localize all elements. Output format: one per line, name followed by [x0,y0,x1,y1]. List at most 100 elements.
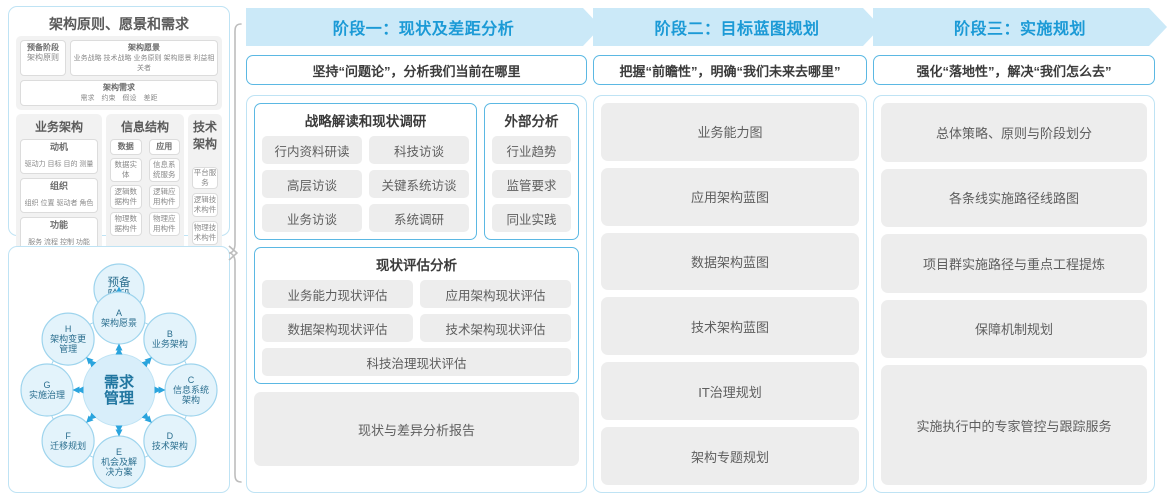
architecture-vision-items: 业务战略 技术战略 业务原则 架构愿景 利益相关者 [73,55,215,72]
phase-item[interactable]: 应用架构蓝图 [601,167,859,226]
phase-3-header[interactable]: 阶段三：实施规划 [873,8,1167,46]
adm-arrow-center-d [141,412,152,423]
phase-1-header-label: 阶段一：现状及差距分析 [332,21,515,38]
application-subcolumn-title: 应用 [148,139,180,155]
architecture-requirements-title: 架构需求 [103,83,135,92]
phase-item[interactable]: 技术架构蓝图 [601,297,859,356]
technology-architecture-column: 技术架构 平台服务 逻辑技术构件 物理技术构件 [188,114,222,257]
phase-1-subtitle: 坚持“问题论”，分析我们当前在哪里 [246,55,587,85]
chip-item[interactable]: 业务访谈 [262,204,362,232]
chip-item[interactable]: 行内资料研读 [262,136,362,164]
architecture-vision-cell: 架构愿景 业务战略 技术战略 业务原则 架构愿景 利益相关者 [70,40,218,76]
chip-row: 高层访谈关键系统访谈 [262,170,469,198]
architecture-vision-title: 架构愿景 [128,43,160,52]
function-title: 功能 [49,220,68,230]
function-items: 服务 流程 控制 功能 [28,239,90,246]
adm-node-b[interactable] [143,312,197,366]
phase-item[interactable]: 各条线实施路径线路图 [881,168,1147,228]
business-architecture-header: 业务架构 [34,120,83,134]
chip-row: 科技治理现状评估 [262,348,571,376]
left-reference-column: 架构原则、愿景和需求 预备阶段 架构原则 架构愿景 业务战略 技术战略 业务原则… [8,6,230,493]
chip-item[interactable]: 业务能力现状评估 [262,280,413,308]
chip-row: 业务访谈系统调研 [262,204,469,232]
chip-item[interactable]: 数据架构现状评估 [262,314,413,342]
chip-item[interactable]: 科技治理现状评估 [262,348,571,376]
bracket-connector-icon [228,23,242,483]
physical-data-component-cell: 物理数据构件 [110,212,142,236]
chip-row: 行内资料研读科技访谈 [262,136,469,164]
chip-item[interactable]: 同业实践 [492,204,571,232]
data-subcolumn-title: 数据 [110,139,142,155]
phase-1-chevron-shape [246,8,601,46]
architecture-requirements-cell: 架构需求 需求 约束 假设 差距 [20,80,218,106]
organization-cell: 组织 组织 位置 驱动者 角色 [20,178,98,213]
logical-technology-component-cell: 逻辑技术构件 [192,193,218,217]
phase-2-item-list: 业务能力图应用架构蓝图数据架构蓝图技术架构蓝图 IT治理规划架构专题规划 [601,103,859,485]
phase-1-header[interactable]: 阶段一：现状及差距分析 [246,8,601,46]
card-external-analysis: 外部分析 行业趋势监管要求同业实践 [484,103,579,240]
chip-item[interactable]: 科技访谈 [369,136,469,164]
phase-1-report-box: 现状与差异分析报告 [254,392,579,466]
chip-item[interactable]: 技术架构现状评估 [420,314,571,342]
adm-arrow-center-h [86,357,97,368]
phase-3-subtitle: 强化“落地性”，解决“我们怎么去” [873,55,1155,85]
architecture-requirements-items: 需求 约束 假设 差距 [80,95,158,102]
chip-item[interactable]: 关键系统访谈 [369,170,469,198]
adm-node-h[interactable] [41,312,95,366]
adm-arrow-center-b [141,357,152,368]
adm-center-label: 需求管理 [104,373,135,407]
card-strategy-research-title: 战略解读和现状调研 [304,114,427,129]
chip-item[interactable]: 行业趋势 [492,136,571,164]
adm-arrow-center-f [86,412,97,423]
togaf-adm-cycle-panel: 预备阶段需求管理A架构愿景B业务架构C信息系统架构D技术架构E机会及解决方案F迁… [8,246,230,493]
chip-item[interactable]: 系统调研 [369,204,469,232]
data-entity-cell: 数据实体 [110,158,142,182]
adm-node-d[interactable] [143,414,197,468]
phase-3-header-label: 阶段三：实施规划 [953,21,1086,38]
adm-node-f[interactable] [41,414,95,468]
organization-title: 组织 [49,181,68,191]
information-structure-header: 信息结构 [120,120,169,134]
phase-2-body: 业务能力图应用架构蓝图数据架构蓝图技术架构蓝图 IT治理规划架构专题规划 [593,95,867,493]
phase-item[interactable]: 总体策略、原则与阶段划分 [881,103,1147,162]
phase-item[interactable]: 业务能力图 [601,103,859,161]
phase-2-header[interactable]: 阶段二：目标蓝图规划 [593,8,881,46]
phase-item[interactable]: 项目群实施路径与重点工程提炼 [881,234,1147,293]
prep-phase-sub: 架构原则 [27,53,59,62]
phase-2-chevron-shape [593,8,881,46]
motivation-items: 驱动力 目标 目的 测量 [24,161,94,168]
information-structure-column: 信息结构 数据 数据实体 逻辑数据构件 物理数据构件 应用 信息系统服务 逻辑应… [106,114,184,257]
card-strategy-research-chips: 行内资料研读科技访谈高层访谈关键系统访谈业务访谈系统调研 [262,136,469,232]
phase-item[interactable]: IT治理规划 [601,362,859,421]
phase-item[interactable]: 保障机制规划 [881,299,1147,359]
chip-row: 数据架构现状评估技术架构现状评估 [262,314,571,342]
phase-3-subtitle-text: 强化“落地性”，解决“我们怎么去” [916,63,1112,79]
motivation-title: 动机 [49,142,68,152]
technology-architecture-header: 技术架构 [192,120,217,151]
phase-item[interactable]: 数据架构蓝图 [601,232,859,291]
logical-data-component-cell: 逻辑数据构件 [110,185,142,209]
phase-1-report-label: 现状与差异分析报告 [357,422,475,438]
card-current-state-assessment-title: 现状评估分析 [376,258,457,273]
card-external-analysis-title: 外部分析 [504,114,559,129]
chip-item[interactable]: 应用架构现状评估 [420,280,571,308]
application-subcolumn: 应用 信息系统服务 逻辑应用构件 物理应用构件 [148,139,180,236]
phase-item[interactable]: 实施执行中的专家管控与跟踪服务 [881,365,1147,486]
card-external-analysis-chips: 行业趋势监管要求同业实践 [492,136,571,232]
chip-row: 同业实践 [492,204,571,232]
chip-item[interactable]: 监管要求 [492,170,571,198]
chip-row: 监管要求 [492,170,571,198]
chip-row: 行业趋势 [492,136,571,164]
phase-item[interactable]: 架构专题规划 [601,427,859,485]
chip-item[interactable]: 高层访谈 [262,170,362,198]
chip-row: 业务能力现状评估应用架构现状评估 [262,280,571,308]
